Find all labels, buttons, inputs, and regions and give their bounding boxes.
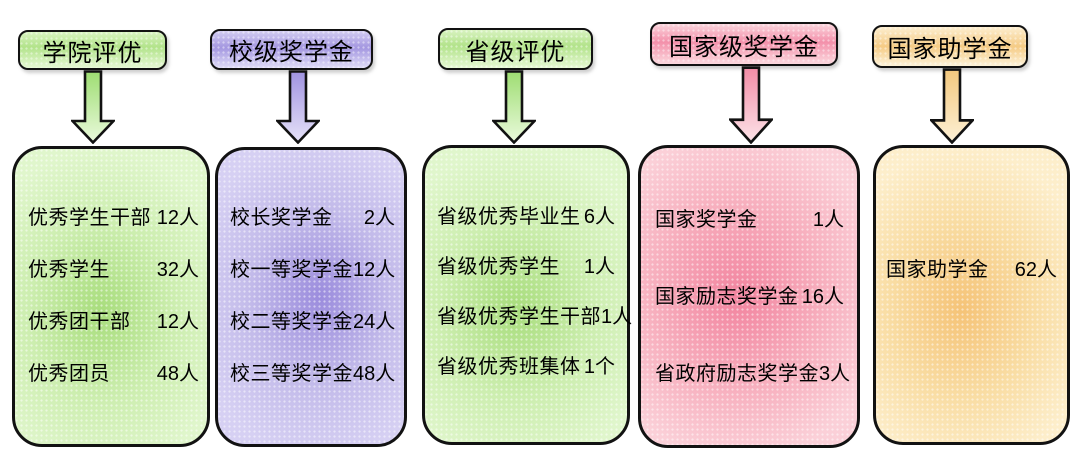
award-row: 国家奖学金 1人 [655,207,844,233]
award-label: 校长奖学金 [230,207,333,229]
award-count: 12人 [156,311,199,333]
award-label: 省级优秀毕业生 [437,206,581,228]
award-label: 省级优秀学生干部 [437,306,601,328]
award-count: 1人 [812,209,844,231]
award-count: 1人 [583,256,615,278]
header-label: 学院评优 [42,39,143,67]
award-count: 12人 [156,207,199,229]
award-row: 国家助学金 62人 [886,257,1057,283]
award-count: 1个 [583,356,615,378]
down-arrow-icon [71,70,115,144]
award-row: 省级优秀毕业生 6人 [437,204,615,230]
award-count: 6人 [583,206,615,228]
award-label: 省政府励志奖学金 [655,363,819,385]
award-label: 省级优秀班集体 [437,356,581,378]
award-row: 省级优秀班集体 1个 [437,354,615,380]
award-row: 省级优秀学生 1人 [437,254,615,280]
award-row: 优秀学生 32人 [28,257,199,283]
award-count: 48人 [156,363,199,385]
header-label: 省级评优 [465,38,566,66]
award-label: 校二等奖学金 [230,311,353,333]
school-scholarship-header: 校级奖学金 [210,29,373,70]
award-label: 优秀学生干部 [28,207,151,229]
award-count: 1人 [601,306,633,328]
header-label: 国家助学金 [887,36,1013,63]
award-row: 校一等奖学金 12人 [230,257,395,283]
award-row: 优秀团干部 12人 [28,309,199,335]
award-count: 12人 [353,259,396,281]
award-label: 优秀学生 [28,259,110,281]
header-label: 国家级奖学金 [669,33,819,61]
award-count: 48人 [353,363,396,385]
award-label: 国家励志奖学金 [655,286,799,308]
award-label: 校一等奖学金 [230,259,353,281]
award-label: 省级优秀学生 [437,256,560,278]
award-count: 3人 [819,363,851,385]
grant-awards-box: 国家助学金 62人 [873,145,1070,445]
national-awards-box: 国家奖学金 1人 国家励志奖学金 16人 省政府励志奖学金 3人 [638,145,860,448]
award-row: 省政府励志奖学金 3人 [655,361,850,387]
award-row: 优秀团员 48人 [28,361,199,387]
provincial-evaluation-header: 省级评优 [438,28,593,70]
award-count: 24人 [353,311,396,333]
award-row: 校三等奖学金 48人 [230,361,395,387]
school-awards-box: 校长奖学金 2人 校一等奖学金 12人 校二等奖学金 24人 校三等奖学金 48… [215,147,407,447]
award-label: 优秀团干部 [28,311,131,333]
down-arrow-icon [492,70,536,144]
award-label: 优秀团员 [28,363,110,385]
award-row: 国家励志奖学金 16人 [655,284,844,310]
down-arrow-icon [930,68,974,144]
college-awards-box: 优秀学生干部 12人 优秀学生 32人 优秀团干部 12人 优秀团员 48人 [12,146,210,447]
national-scholarship-header: 国家级奖学金 [650,22,838,66]
header-label: 校级奖学金 [229,39,354,66]
college-evaluation-header: 学院评优 [18,30,167,70]
award-count: 32人 [156,259,199,281]
award-count: 2人 [363,207,395,229]
down-arrow-icon [276,70,320,144]
award-label: 国家奖学金 [655,209,758,231]
award-count: 16人 [801,286,844,308]
national-grant-header: 国家助学金 [872,25,1028,68]
provincial-awards-box: 省级优秀毕业生 6人 省级优秀学生 1人 省级优秀学生干部 1人 省级优秀班集体… [422,145,632,445]
down-arrow-icon [729,66,773,144]
award-row: 优秀学生干部 12人 [28,205,199,231]
award-count: 62人 [1014,259,1057,281]
award-row: 省级优秀学生干部 1人 [437,304,632,330]
award-label: 国家助学金 [886,259,989,281]
award-row: 校长奖学金 2人 [230,205,395,231]
award-label: 校三等奖学金 [230,363,353,385]
award-row: 校二等奖学金 24人 [230,309,395,335]
